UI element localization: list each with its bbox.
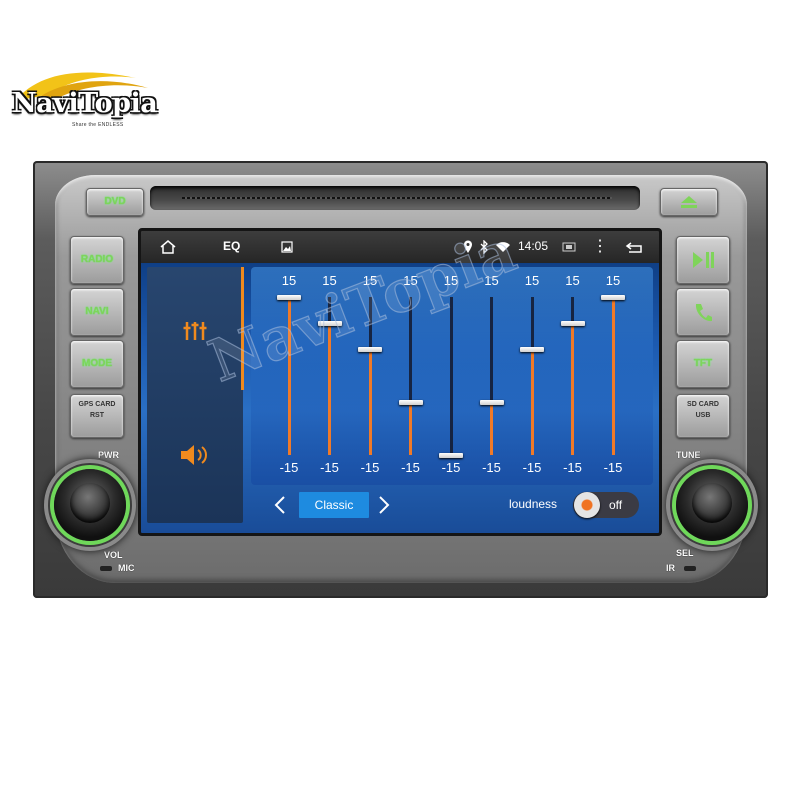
eq-band-min-label: -15 — [441, 460, 461, 475]
eq-band-slider-handle[interactable] — [317, 320, 342, 326]
screenshot-icon[interactable] — [562, 242, 576, 252]
eq-band-slider-handle[interactable] — [560, 320, 585, 326]
eq-band-min-label: -15 — [482, 460, 501, 475]
eq-band-max-label: 15 — [565, 273, 580, 288]
loudness-toggle-knob — [574, 492, 600, 518]
phone-button[interactable] — [676, 288, 730, 336]
eq-screen: 15 -15 15 -15 15 -15 15 -15 15 -15 15 -15 15 -15 15 -15… — [141, 263, 659, 533]
car-swoosh-icon — [16, 72, 148, 100]
eq-band-min-label: -15 — [563, 460, 582, 475]
gps-card-rst-button[interactable]: GPS CARD RST — [70, 394, 124, 438]
brand-tagline: Share the ENDLESS — [72, 122, 124, 128]
screen: EQ 14:05 ⋮ — [138, 228, 662, 536]
eq-band-max-label: 15 — [524, 273, 540, 288]
more-icon[interactable]: ⋮ — [592, 238, 608, 255]
mic-hole — [100, 566, 112, 571]
ir-sensor — [684, 566, 696, 571]
mode-button[interactable]: MODE — [70, 340, 124, 388]
eject-button[interactable] — [660, 188, 718, 216]
play-pause-icon — [693, 252, 714, 268]
vol-label: VOL — [104, 550, 123, 560]
eq-band-slider-track[interactable] — [490, 297, 493, 455]
phone-icon — [695, 304, 712, 322]
eq-band-max-label: 15 — [322, 273, 337, 288]
eq-band-min-label: -15 — [279, 460, 299, 475]
eq-band-min-label: -15 — [401, 460, 420, 475]
usb-label: USB — [695, 412, 711, 419]
navi-button[interactable]: NAVI — [70, 288, 124, 336]
eq-band-slider-fill — [611, 297, 615, 455]
status-bar: EQ 14:05 ⋮ — [141, 231, 659, 263]
chevron-right-icon — [379, 496, 390, 514]
eq-band-slider-fill — [328, 323, 331, 455]
eq-band-slider-handle[interactable] — [358, 347, 382, 353]
tune-label: TUNE — [676, 450, 701, 460]
sel-label: SEL — [676, 548, 694, 558]
loudness-state: off — [609, 498, 623, 512]
sd-card-usb-button[interactable]: SD CARD USB — [676, 394, 730, 438]
eq-band-slider-handle[interactable] — [601, 294, 625, 300]
eq-band-slider-fill — [490, 402, 493, 455]
loudness-label: loudness — [509, 497, 558, 511]
ir-label: IR — [666, 563, 675, 573]
sidebar — [147, 267, 243, 523]
radio-button[interactable]: RADIO — [70, 236, 124, 284]
eq-band-max-label: 15 — [484, 273, 499, 288]
eq-band-min-label: -15 — [522, 460, 542, 475]
pwr-label: PWR — [98, 450, 119, 460]
eq-band-max-label: 15 — [362, 273, 378, 288]
brand-logo-text: NaviTopia — [12, 88, 158, 119]
eq-band-min-label: -15 — [360, 460, 380, 475]
eq-band-slider-handle[interactable] — [439, 452, 463, 458]
prev-preset-button[interactable] — [265, 489, 295, 521]
clock: 14:05 — [518, 239, 549, 253]
sidebar-active-indicator — [241, 267, 244, 390]
eq-band-slider-handle[interactable] — [520, 347, 544, 353]
brand-logo: NaviTopia Share the ENDLESS — [8, 68, 158, 136]
eq-band-slider-fill — [287, 297, 291, 455]
eq-band-slider-handle[interactable] — [398, 399, 423, 405]
equalizer-panel: 15 -15 15 -15 15 -15 15 -15 15 -15 15 -15 15 -15 15 -15… — [251, 267, 653, 485]
eq-controls: Classic loudness off — [251, 489, 653, 525]
speaker-volume-icon[interactable] — [179, 443, 209, 467]
eq-band-max-label: 15 — [605, 273, 621, 288]
back-icon[interactable] — [625, 241, 645, 253]
sd-card-label: SD CARD — [687, 401, 719, 408]
disc-slot — [150, 186, 640, 210]
eq-band-slider-fill — [409, 402, 412, 455]
screen-title: EQ — [223, 239, 241, 253]
tft-button[interactable]: TFT — [676, 340, 730, 388]
eq-band-max-label: 15 — [403, 273, 418, 288]
eq-band-slider-handle[interactable] — [479, 399, 504, 405]
image-notification-icon — [281, 241, 293, 253]
eq-band-slider-fill — [530, 349, 534, 455]
eq-band-max-label: 15 — [443, 273, 459, 288]
play-pause-button[interactable] — [676, 236, 730, 284]
eq-band-max-label: 15 — [281, 273, 297, 288]
mic-label: MIC — [118, 563, 135, 573]
eq-band-slider-fill — [368, 349, 372, 455]
eq-preset[interactable]: Classic — [299, 492, 369, 518]
rst-label: RST — [90, 412, 104, 419]
dvd-button[interactable]: DVD — [86, 188, 144, 216]
eject-icon — [681, 196, 697, 208]
loudness-toggle[interactable]: off — [573, 492, 639, 518]
location-icon — [464, 240, 472, 253]
gps-card-label: GPS CARD — [78, 401, 116, 408]
wifi-icon — [496, 242, 510, 252]
eq-band-slider-track[interactable] — [409, 297, 412, 455]
volume-knob[interactable] — [54, 469, 126, 541]
tune-knob[interactable] — [676, 469, 748, 541]
next-preset-button[interactable] — [369, 489, 399, 521]
bluetooth-icon — [480, 240, 488, 254]
eq-band-slider-fill — [571, 323, 574, 455]
eq-band-min-label: -15 — [320, 460, 339, 475]
chevron-left-icon — [274, 496, 285, 514]
eq-band-slider-track[interactable] — [449, 297, 453, 455]
eq-band-slider-handle[interactable] — [277, 294, 301, 300]
home-icon[interactable] — [159, 239, 177, 255]
eq-band-min-label: -15 — [603, 460, 623, 475]
equalizer-icon[interactable] — [183, 319, 207, 341]
